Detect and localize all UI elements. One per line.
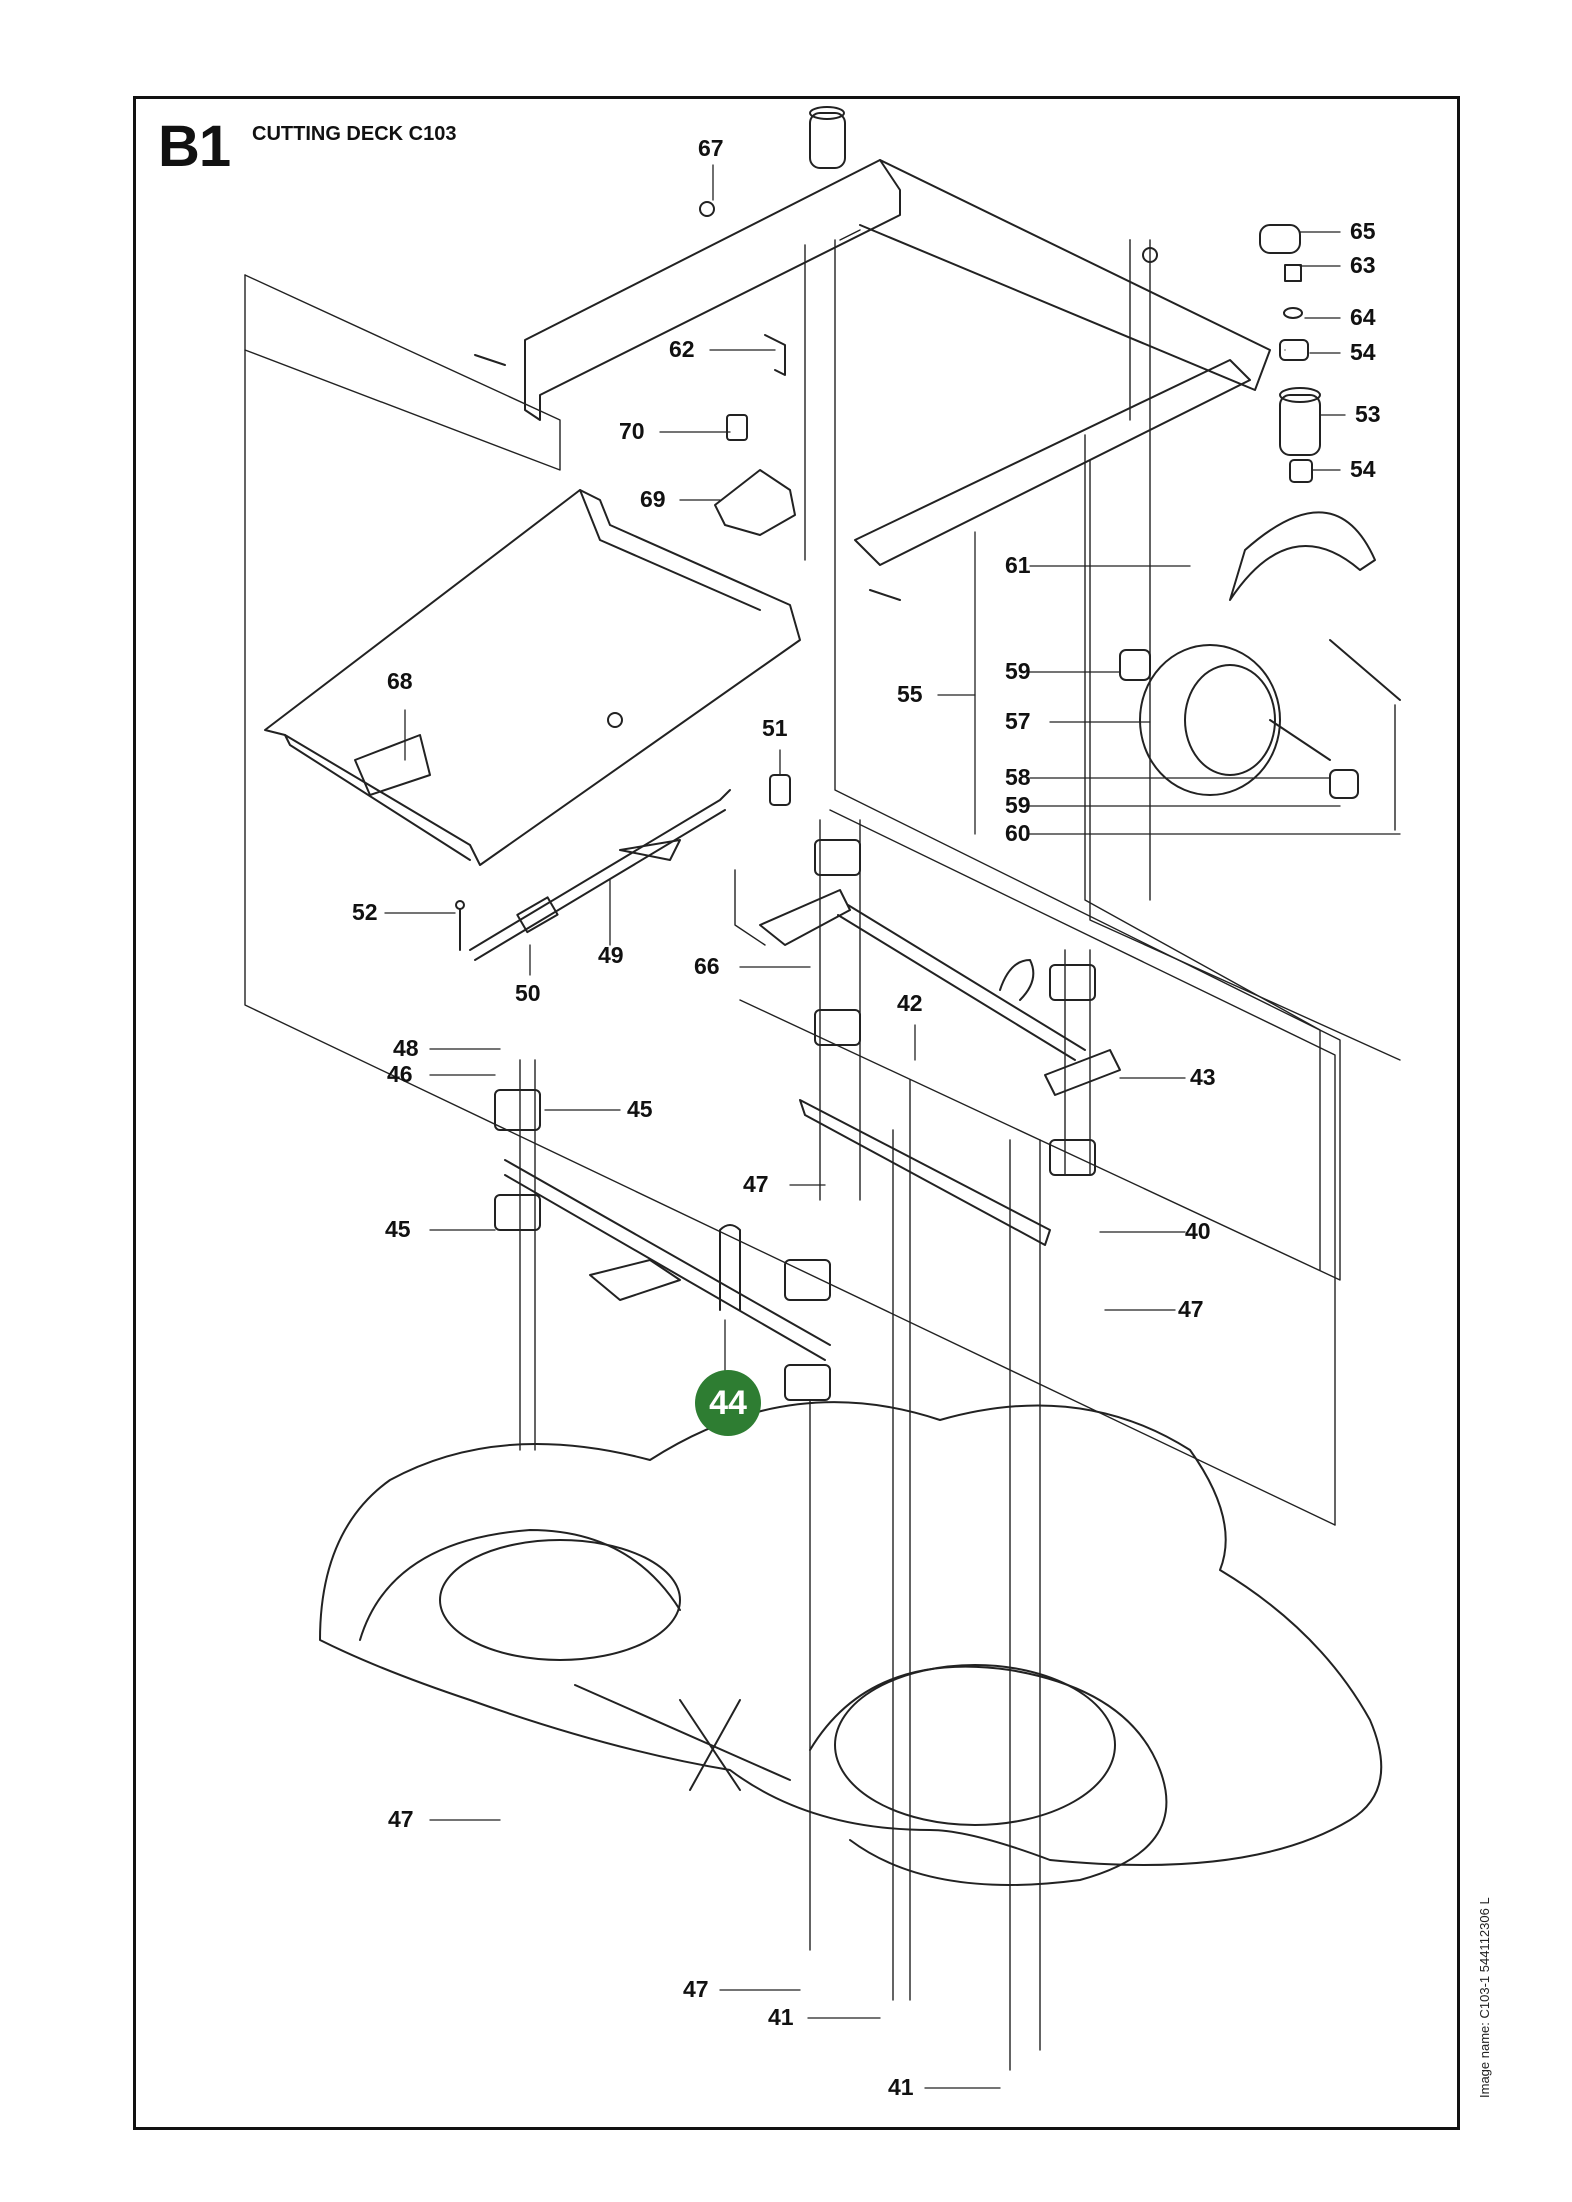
- diagram-title: CUTTING DECK C103: [252, 123, 457, 145]
- callout-64: 64: [1350, 304, 1376, 330]
- callout-55: 55: [897, 681, 923, 707]
- front-axle: [759, 839, 1121, 1246]
- callout-63: 63: [1350, 252, 1376, 278]
- callout-57: 57: [1005, 708, 1031, 734]
- callout-41-upper: 41: [768, 2004, 794, 2030]
- callout-52: 52: [352, 899, 378, 925]
- mount-bracket: [714, 334, 796, 536]
- callout-54-lower: 54: [1350, 456, 1376, 482]
- callout-47-bottom: 47: [683, 1976, 709, 2002]
- callout-48: 48: [393, 1035, 419, 1061]
- cutting-deck: [319, 1401, 1383, 1886]
- leader-lines: [384, 164, 1401, 2089]
- callout-60: 60: [1005, 820, 1031, 846]
- callout-46: 46: [387, 1061, 413, 1087]
- callout-49: 49: [598, 942, 624, 968]
- callout-47-left: 47: [388, 1806, 414, 1832]
- callout-58: 58: [1005, 764, 1031, 790]
- callout-45-lower: 45: [385, 1216, 411, 1242]
- section-code: B1: [158, 114, 231, 179]
- callout-50: 50: [515, 980, 541, 1006]
- callout-47-right: 47: [1178, 1296, 1204, 1322]
- callout-40: 40: [1185, 1218, 1211, 1244]
- callout-62: 62: [669, 336, 695, 362]
- callout-42: 42: [897, 990, 923, 1016]
- callout-54-upper: 54: [1350, 339, 1376, 365]
- callout-69: 69: [640, 486, 666, 512]
- bolt-axes: [519, 819, 1091, 2071]
- highlighted-part-44-badge[interactable]: 44: [695, 1370, 761, 1436]
- callout-41-lower: 41: [888, 2074, 914, 2100]
- callout-70: 70: [619, 418, 645, 444]
- callout-59-upper: 59: [1005, 658, 1031, 684]
- assembly-outlines: [244, 229, 1401, 1526]
- adjustment-frame: [264, 489, 801, 866]
- link-rods: [455, 774, 791, 961]
- callout-45-upper: 45: [627, 1096, 653, 1122]
- callout-59-lower: 59: [1005, 792, 1031, 818]
- callout-53: 53: [1355, 401, 1381, 427]
- callout-66: 66: [694, 953, 720, 979]
- callout-43: 43: [1190, 1064, 1216, 1090]
- callout-65: 65: [1350, 218, 1376, 244]
- callout-51: 51: [762, 715, 788, 741]
- callout-68: 68: [387, 668, 413, 694]
- callout-47-mid: 47: [743, 1171, 769, 1197]
- callout-67: 67: [698, 135, 724, 161]
- lift-arm: [474, 106, 1271, 601]
- diagram-frame: [133, 96, 1460, 2130]
- callout-61: 61: [1005, 552, 1031, 578]
- rear-axle: [494, 1089, 831, 1401]
- caster-wheel: [1119, 224, 1401, 799]
